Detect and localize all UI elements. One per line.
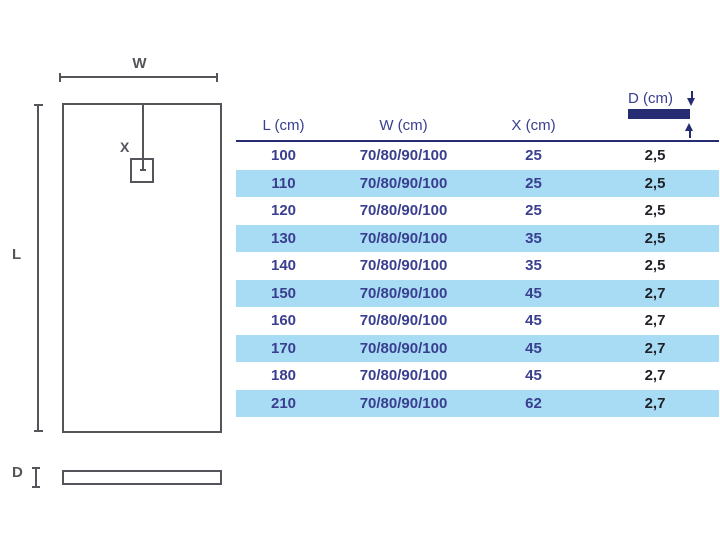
cell-d: 2,5 [644,147,666,165]
drain-square [130,158,154,183]
cell-l: 150 [270,284,297,302]
cell-l: 210 [270,394,297,412]
table-row: 210 70/80/90/100 62 2,7 [236,389,719,417]
cell-d: 2,7 [644,394,666,412]
cell-w: 70/80/90/100 [359,257,448,275]
cell-d: 2,5 [644,202,666,220]
depth-dimension-mark [32,467,40,488]
cell-d: 2,7 [644,367,666,385]
table-row: 140 70/80/90/100 35 2,5 [236,252,719,280]
cell-l: 130 [270,229,297,247]
arrow-up-icon [685,123,694,138]
cell-l: 110 [271,174,296,192]
length-label: L [12,246,22,263]
depth-label: D [12,464,23,481]
table-row: 160 70/80/90/100 45 2,7 [236,307,719,335]
cell-w: 70/80/90/100 [359,229,448,247]
cell-d: 2,5 [644,257,666,275]
cell-x: 45 [525,312,542,330]
tray-side-view [62,470,222,485]
table-row: 180 70/80/90/100 45 2,7 [236,362,719,390]
cell-w: 70/80/90/100 [359,312,448,330]
dimension-table-body: 100 70/80/90/100 25 2,5 110 70/80/90/100 25 2,5… [236,142,719,417]
cell-d: 2,7 [644,284,666,302]
cell-w: 70/80/90/100 [359,394,448,412]
cell-l: 100 [270,147,297,165]
cell-x: 45 [525,284,542,302]
cell-w: 70/80/90/100 [359,339,448,357]
table-row: 110 70/80/90/100 25 2,5 [236,169,719,197]
depth-bar-icon [628,109,690,119]
cell-l: 170 [270,339,297,357]
table-header-separator [236,140,719,142]
arrow-down-icon [687,90,696,106]
column-header-depth-label: D (cm) [628,89,673,107]
column-header-length: L (cm) [262,117,305,134]
cell-d: 2,7 [644,312,666,330]
cell-d: 2,5 [644,229,666,247]
table-row: 120 70/80/90/100 25 2,5 [236,197,719,225]
drain-offset-label: X [120,139,130,155]
table-row: 170 70/80/90/100 45 2,7 [236,334,719,362]
cell-w: 70/80/90/100 [359,284,448,302]
cell-d: 2,5 [644,174,666,192]
cell-x: 45 [525,367,542,385]
width-dimension-line [59,72,218,82]
cell-x: 35 [525,229,542,247]
cell-d: 2,7 [644,339,666,357]
cell-w: 70/80/90/100 [359,202,448,220]
cell-x: 25 [525,202,542,220]
cell-x: 25 [525,174,542,192]
cell-x: 25 [525,147,542,165]
tray-top-view [62,103,222,433]
table-row: 100 70/80/90/100 25 2,5 [236,142,719,170]
cell-x: 62 [525,394,542,412]
cell-x: 45 [525,339,542,357]
cell-w: 70/80/90/100 [359,367,448,385]
cell-l: 180 [270,367,297,385]
column-header-drain: X (cm) [511,117,556,134]
cell-l: 140 [270,257,297,275]
table-row: 130 70/80/90/100 35 2,5 [236,224,719,252]
cell-w: 70/80/90/100 [359,147,448,165]
width-label: W [132,55,148,72]
column-header-width: W (cm) [379,117,428,134]
cell-x: 35 [525,257,542,275]
drain-offset-line [140,105,146,171]
column-header-depth: D (cm) [628,89,696,138]
cell-l: 120 [270,202,297,220]
cell-l: 160 [270,312,297,330]
table-row: 150 70/80/90/100 45 2,7 [236,279,719,307]
cell-w: 70/80/90/100 [359,174,448,192]
length-dimension-line [33,104,43,432]
